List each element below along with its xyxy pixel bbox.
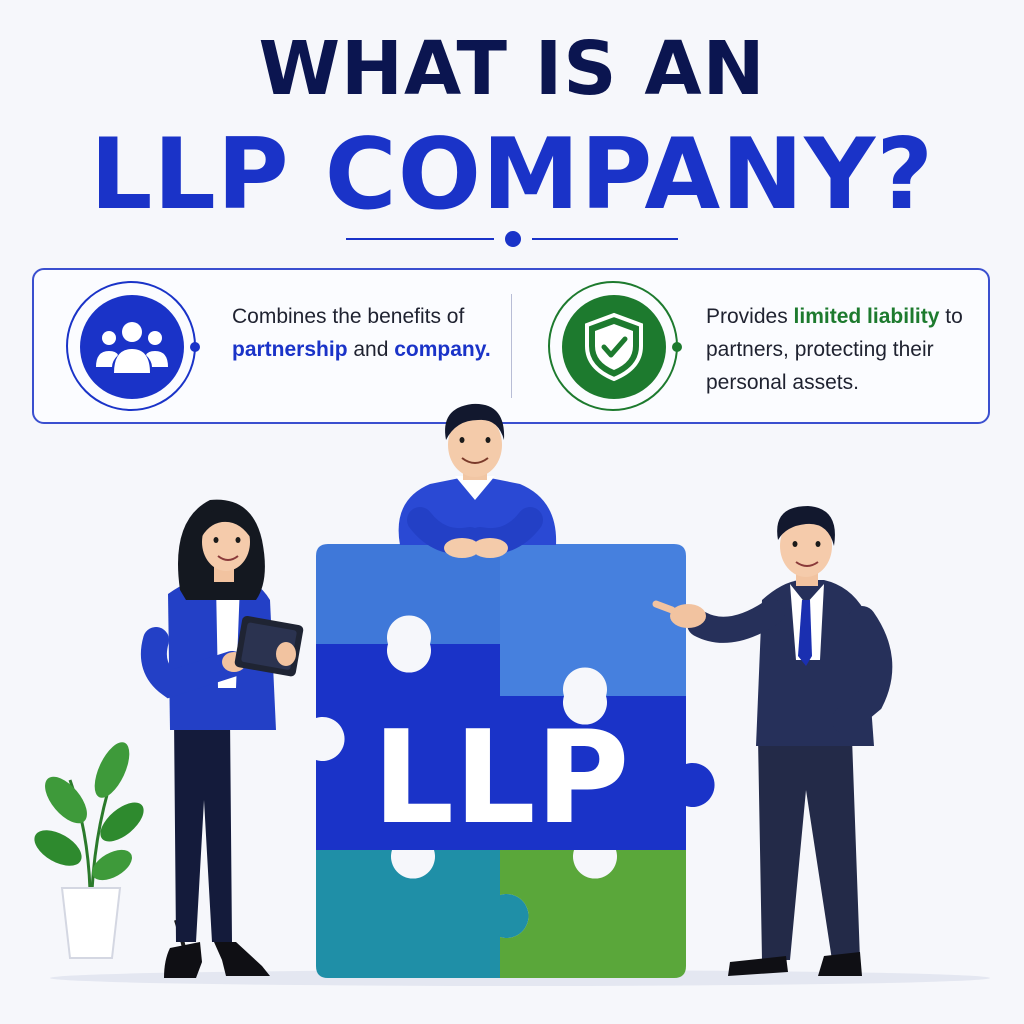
puzzle: LLP <box>316 544 715 978</box>
feature-icon-ring <box>66 281 200 411</box>
potted-plant <box>34 742 144 959</box>
title-divider-dot <box>505 231 521 247</box>
feature-liability-text: Provides limited liability to partners, … <box>706 305 963 394</box>
illustration: LLP <box>34 403 990 986</box>
info-card: Combines the benefits of partnership and… <box>32 268 990 424</box>
group-icon <box>80 295 184 399</box>
highlight-limited-liability: limited liability <box>793 305 940 328</box>
title-line-2: LLP COMPANY? <box>89 118 935 232</box>
feature-limited-liability: Provides limited liability to partners, … <box>512 270 990 422</box>
ring-dot <box>672 342 682 352</box>
title-divider-left <box>346 238 494 240</box>
puzzle-piece-middle <box>316 644 715 850</box>
puzzle-label: LLP <box>373 704 630 853</box>
man-in-suit <box>652 506 893 976</box>
feature-partnership-text: Combines the benefits of partnership and… <box>232 305 491 361</box>
puzzle-piece-top-left <box>316 544 500 644</box>
puzzle-piece-bottom-left <box>316 850 529 978</box>
puzzle-piece-top-right <box>500 544 686 696</box>
highlight-company: company. <box>394 338 491 361</box>
ring-dot <box>190 342 200 352</box>
highlight-partnership: partnership <box>232 338 348 361</box>
woman-with-tablet <box>140 499 304 978</box>
feature-icon-ring <box>548 281 682 411</box>
card-divider <box>511 294 512 398</box>
puzzle-piece-bottom-right <box>500 850 686 978</box>
title-divider-right <box>532 238 678 240</box>
man-leaning <box>398 403 557 558</box>
shield-check-icon <box>562 295 666 399</box>
title-line-1: WHAT IS AN <box>258 26 766 112</box>
feature-partnership: Combines the benefits of partnership and… <box>34 270 510 422</box>
